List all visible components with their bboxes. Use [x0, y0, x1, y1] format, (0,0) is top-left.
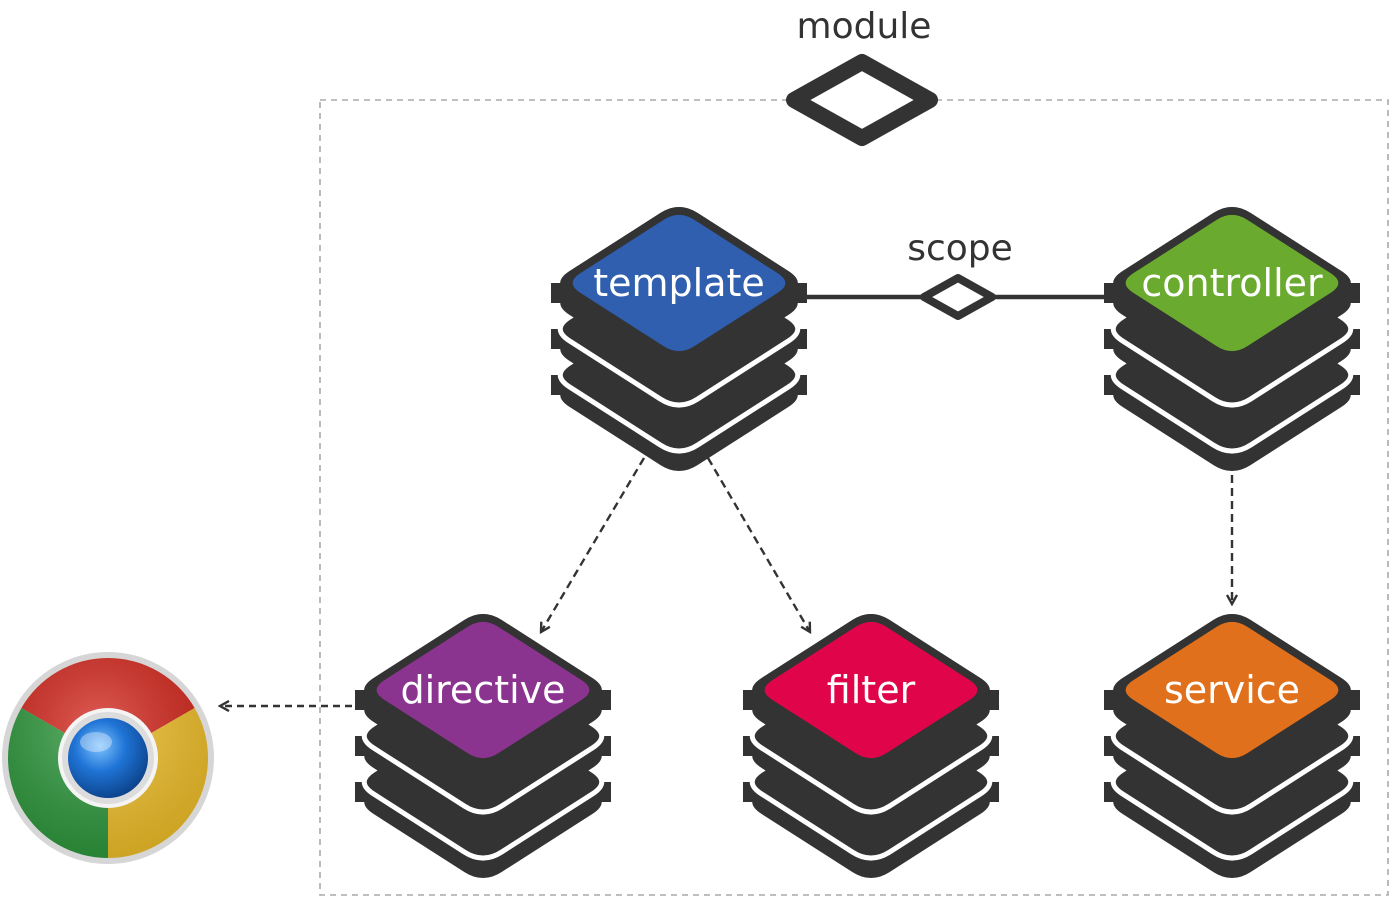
node-filter: filter — [743, 613, 999, 879]
node-directive-label: directive — [400, 668, 565, 712]
module-diamond-icon — [786, 54, 938, 146]
node-directive: directive — [355, 613, 611, 879]
node-service-label: service — [1164, 668, 1300, 712]
arrow-template-to-directive — [541, 457, 646, 632]
node-template-label: template — [593, 261, 765, 305]
component-nodes: template controller directive filter service — [355, 206, 1360, 879]
scope-label: scope — [907, 228, 1013, 269]
node-controller-face — [1125, 214, 1339, 352]
node-controller-label: controller — [1141, 261, 1323, 305]
arrow-template-to-filter — [706, 457, 810, 632]
node-filter-label: filter — [827, 668, 916, 712]
node-service-face — [1125, 621, 1339, 759]
chrome-icon — [2, 652, 214, 864]
module-label: module — [797, 6, 932, 47]
node-directive-face — [376, 621, 590, 759]
node-controller: controller — [1104, 206, 1360, 472]
scope-diamond-icon — [920, 274, 996, 320]
node-filter-face — [764, 621, 978, 759]
node-template-face — [572, 214, 786, 352]
node-service: service — [1104, 613, 1360, 879]
node-template: template — [551, 206, 807, 472]
